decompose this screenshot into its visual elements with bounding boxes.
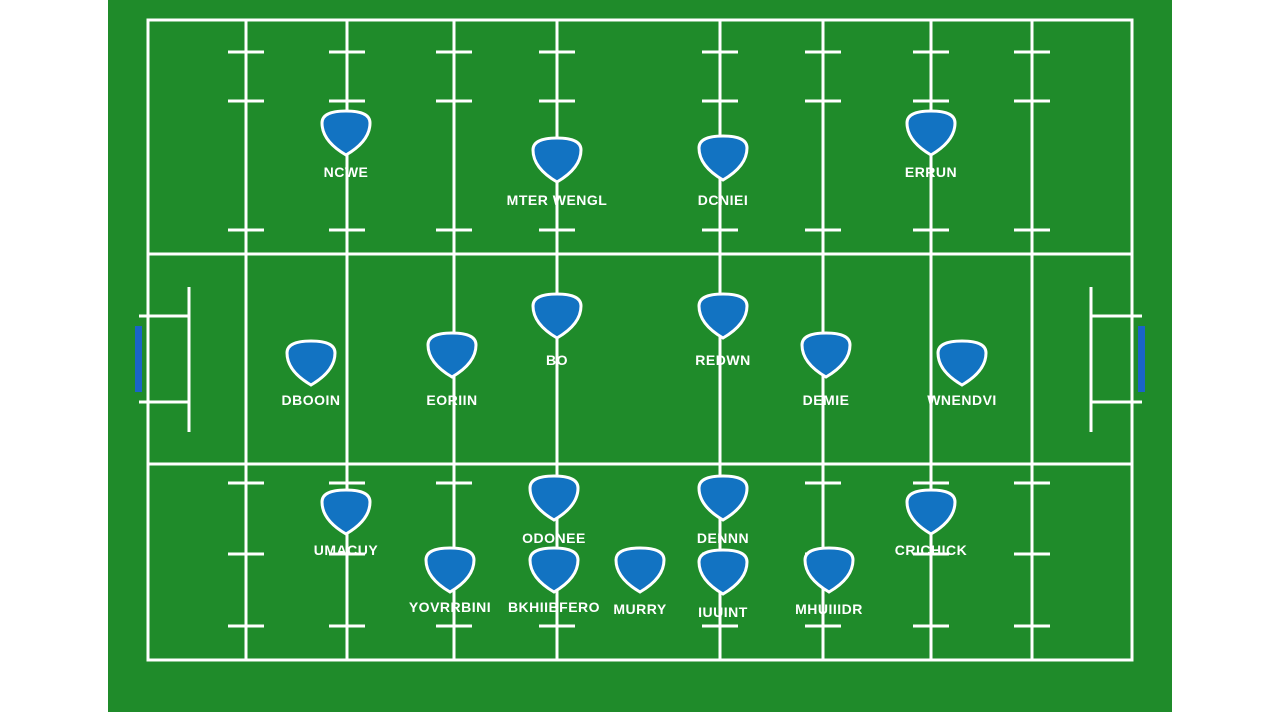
rugby-pitch: NCWE MTER WENGL DCNIEI ERRUN BO REDWN DBOOIN EO… (108, 0, 1172, 712)
player-label: ODONEE (522, 530, 586, 546)
player-label: MTER WENGL (507, 192, 608, 208)
shield-icon (697, 548, 749, 596)
player-marker: WNENDVI (927, 339, 997, 408)
player-marker: DEMIE (800, 331, 852, 408)
player-marker: MHUIIIDR (795, 546, 863, 617)
player-label: CRICHICK (895, 542, 967, 558)
player-label: DEMIE (803, 392, 850, 408)
pitch-diagram: NCWE MTER WENGL DCNIEI ERRUN BO REDWN DBOOIN EO… (108, 0, 1172, 712)
shield-icon (531, 292, 583, 340)
player-marker: DBOOIN (282, 339, 341, 408)
pitch-boundary (146, 18, 1134, 662)
player-label: UMACUY (314, 542, 379, 558)
player-marker: ERRUN (905, 109, 957, 180)
player-label: DENNN (697, 530, 749, 546)
shield-icon (614, 546, 666, 594)
player-marker: BKHIIBFERO (508, 546, 600, 615)
player-label: REDWN (695, 352, 750, 368)
shield-icon (424, 546, 476, 594)
player-marker: MTER WENGL (507, 136, 608, 208)
shield-icon (697, 474, 749, 522)
player-label: BO (546, 352, 568, 368)
player-label: IUUINT (698, 604, 748, 620)
shield-icon (803, 546, 855, 594)
player-marker: NCWE (320, 109, 372, 180)
player-marker: DCNIEI (697, 134, 749, 208)
player-label: WNENDVI (927, 392, 997, 408)
player-label: MURRY (613, 601, 666, 617)
player-label: DBOOIN (282, 392, 341, 408)
shield-icon (528, 474, 580, 522)
shield-icon (905, 488, 957, 536)
player-marker: MURRY (613, 546, 666, 617)
shield-icon (697, 134, 749, 182)
player-label: ERRUN (905, 164, 957, 180)
shield-icon (528, 546, 580, 594)
goal-posts (135, 287, 1145, 432)
player-label: MHUIIIDR (795, 601, 863, 617)
shield-icon (320, 488, 372, 536)
shield-icon (531, 136, 583, 184)
player-marker: CRICHICK (895, 488, 967, 558)
player-marker: REDWN (695, 292, 750, 368)
player-markers: NCWE MTER WENGL DCNIEI ERRUN BO REDWN DBOOIN EO… (282, 109, 997, 620)
shield-icon (285, 339, 337, 387)
player-marker: YOVRRBINI (409, 546, 491, 615)
shield-icon (936, 339, 988, 387)
player-label: NCWE (324, 164, 369, 180)
shield-icon (426, 331, 478, 379)
player-label: DCNIEI (698, 192, 748, 208)
shield-icon (905, 109, 957, 157)
player-marker: DENNN (697, 474, 749, 546)
player-label: YOVRRBINI (409, 599, 491, 615)
player-marker: ODONEE (522, 474, 586, 546)
shield-icon (697, 292, 749, 340)
shield-icon (320, 109, 372, 157)
player-label: BKHIIBFERO (508, 599, 600, 615)
goal-right (1138, 326, 1145, 392)
goal-left (135, 326, 142, 392)
player-marker: IUUINT (697, 548, 749, 620)
player-marker: UMACUY (314, 488, 379, 558)
shield-icon (800, 331, 852, 379)
player-label: EORIIN (426, 392, 477, 408)
player-marker: BO (531, 292, 583, 368)
player-marker: EORIIN (426, 331, 478, 408)
